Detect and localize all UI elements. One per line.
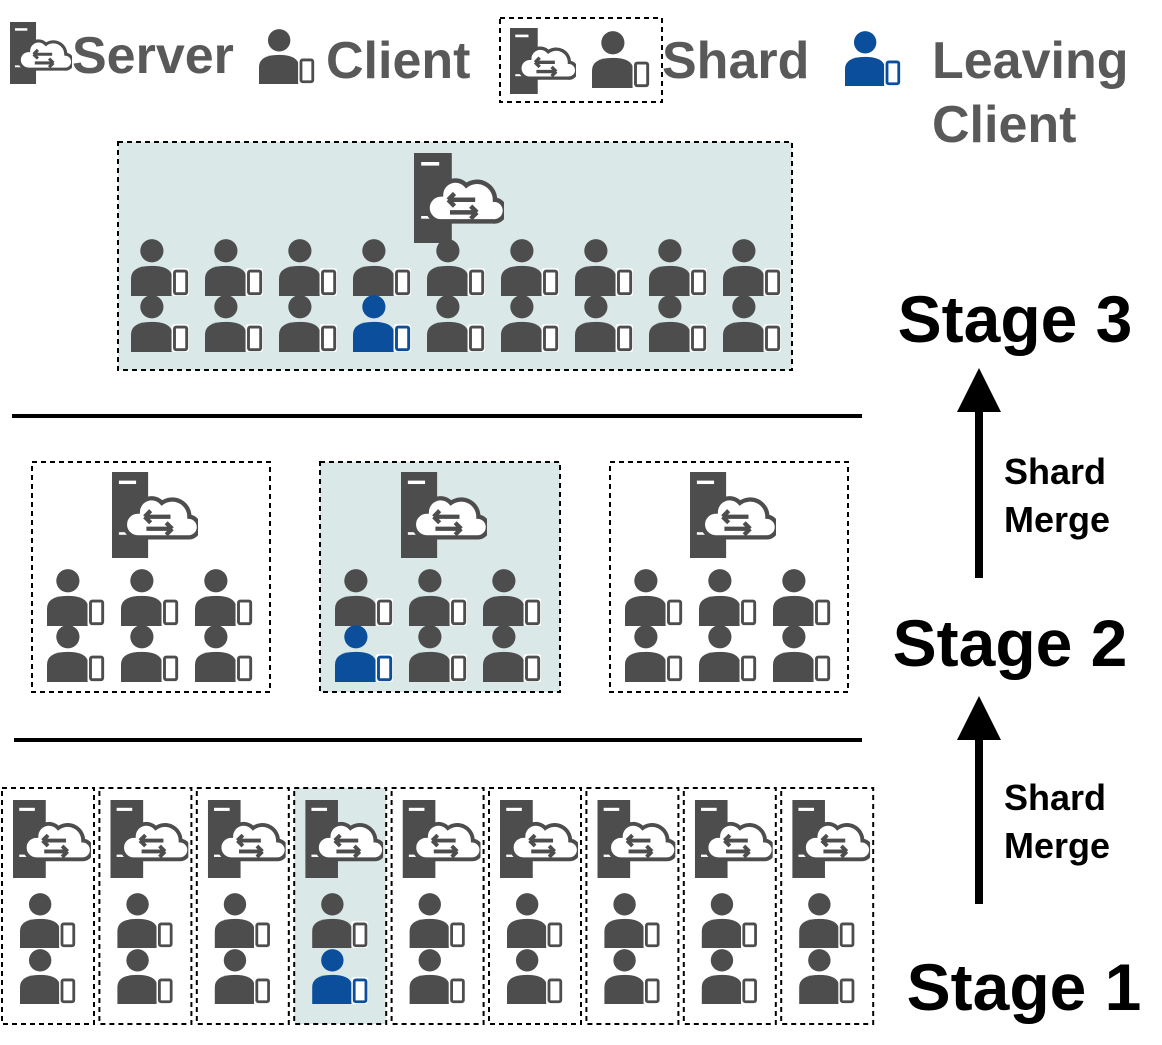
stage-2-label: Stage 2 [893, 606, 1128, 680]
legend-shard-server-icon [510, 28, 577, 94]
legend-shard-client-icon [592, 31, 650, 88]
shard [488, 787, 582, 1025]
shard-merge-arrow-lower: Shard Merge [957, 696, 1110, 904]
shard [98, 787, 193, 1025]
legend-leaving-client-icon [845, 31, 901, 86]
stage-1-shards [1, 787, 875, 1025]
shard [1, 787, 95, 1025]
legend-shard-label: Shard [662, 32, 809, 90]
legend-leaving-label-line2: Client [932, 96, 1076, 154]
stage-3-label: Stage 3 [898, 282, 1133, 356]
arrow-label-line2: Merge [1004, 499, 1110, 540]
shard [682, 787, 777, 1025]
arrow-head-icon [957, 696, 1001, 740]
shard [390, 787, 485, 1025]
legend-leaving-label-line1: Leaving [932, 32, 1129, 90]
shard [117, 141, 793, 371]
stage-3-shards [117, 141, 793, 371]
shard [319, 461, 561, 693]
shard [585, 787, 680, 1025]
shard [293, 787, 388, 1025]
arrow-label-line1: Shard [1004, 777, 1106, 818]
shard-merge-arrow-upper: Shard Merge [957, 368, 1110, 578]
arrow-head-icon [957, 368, 1001, 412]
arrow-label-line2: Merge [1004, 825, 1110, 866]
stage-2-shards [31, 461, 849, 693]
legend-server-label: Server [72, 27, 234, 85]
shard [31, 461, 271, 693]
legend: Server Client Shard Leaving Client [10, 17, 1129, 154]
shard [609, 461, 849, 693]
stage-1-label: Stage 1 [907, 950, 1142, 1024]
legend-shard-box [499, 17, 663, 103]
legend-server-icon [10, 22, 73, 84]
legend-client-icon [259, 29, 315, 84]
legend-client-label: Client [326, 32, 470, 90]
arrow-label-line1: Shard [1004, 451, 1106, 492]
shard [195, 787, 290, 1025]
shard [780, 787, 875, 1025]
